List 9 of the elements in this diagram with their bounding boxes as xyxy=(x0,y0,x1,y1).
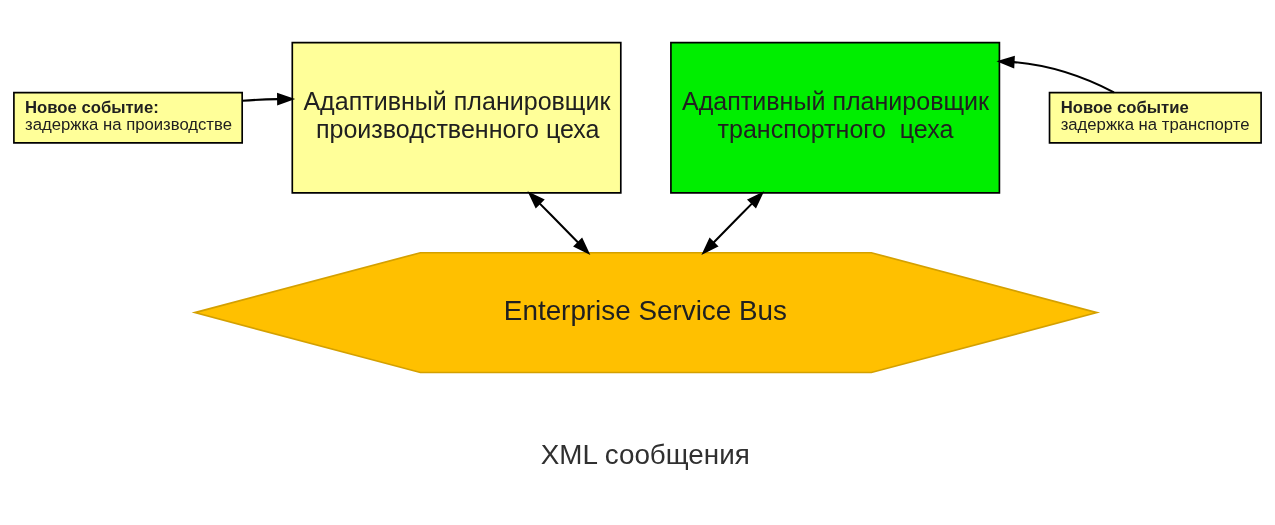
label: XML сообщения xyxy=(540,439,750,471)
arrow xyxy=(527,191,591,255)
arrow xyxy=(242,92,296,106)
arrow xyxy=(701,191,765,255)
node-box: Адаптивный планировщик транспортного цеха xyxy=(670,41,1001,194)
node-box: Новое событие: задержка на производстве xyxy=(13,91,243,144)
arrow xyxy=(996,55,1115,94)
node-box: Новое событие задержка на транспорте xyxy=(1048,91,1262,144)
node-box: Адаптивный планировщик производственного цеха xyxy=(291,41,622,194)
